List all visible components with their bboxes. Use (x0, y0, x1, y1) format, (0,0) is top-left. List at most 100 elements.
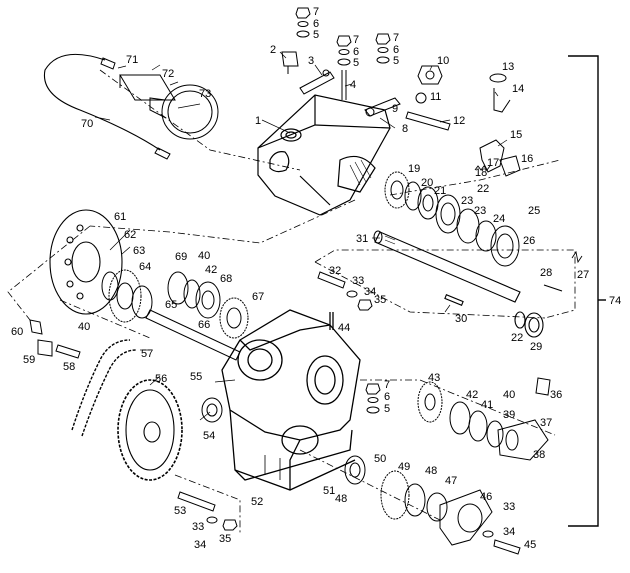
callout-42: 42 (205, 264, 217, 276)
callout-1: 1 (255, 115, 261, 127)
callout-69: 69 (175, 251, 187, 263)
callout-9: 9 (392, 103, 398, 115)
top-cover-housing (257, 94, 391, 216)
callout-39: 39 (503, 409, 515, 421)
callout-48: 48 (425, 465, 437, 477)
callout-31: 31 (356, 233, 368, 245)
callout-40: 40 (78, 321, 90, 333)
callout-6: 6 (384, 391, 390, 403)
callout-53: 53 (174, 505, 186, 517)
callout-55: 55 (190, 371, 202, 383)
callout-5: 5 (384, 403, 390, 415)
callout-60: 60 (11, 326, 23, 338)
callout-4: 4 (350, 79, 356, 91)
callout-34: 34 (194, 539, 206, 551)
callout-15: 15 (510, 129, 522, 141)
cover-small-parts (281, 7, 521, 177)
callout-7: 7 (393, 32, 399, 44)
callout-26: 26 (523, 235, 535, 247)
callout-16: 16 (521, 153, 533, 165)
callout-labels: 1 2 3 4 5 6 7 5 6 7 5 6 7 8 9 10 11 12 1… (11, 6, 621, 551)
callout-66: 66 (198, 319, 210, 331)
assembly-bracket (568, 55, 606, 527)
callout-63: 63 (133, 245, 145, 257)
callout-22: 22 (477, 183, 489, 195)
callout-56: 56 (155, 373, 167, 385)
callout-23: 23 (461, 195, 473, 207)
callout-5: 5 (393, 55, 399, 67)
callout-70: 70 (81, 118, 93, 130)
callout-64: 64 (139, 261, 151, 273)
callout-7: 7 (353, 34, 359, 46)
callout-45: 45 (524, 539, 536, 551)
main-shaft (373, 230, 583, 338)
callout-7: 7 (313, 6, 319, 18)
callout-28: 28 (540, 267, 552, 279)
callout-46: 46 (480, 491, 492, 503)
callout-19: 19 (408, 163, 420, 175)
bottom-right-parts (177, 271, 551, 555)
center-gearbox-housing (221, 309, 361, 491)
callout-37: 37 (540, 417, 552, 429)
callout-5: 5 (313, 29, 319, 41)
left-bolts (29, 319, 223, 423)
left-brake-disc (49, 209, 123, 315)
drive-chain (71, 339, 137, 437)
assembly-dash-lines (7, 69, 576, 535)
leader-lines (94, 51, 508, 421)
callout-40: 40 (198, 250, 210, 262)
callout-54: 54 (203, 430, 215, 442)
callout-6: 6 (313, 18, 319, 30)
callout-14: 14 (512, 83, 524, 95)
callout-35: 35 (374, 294, 386, 306)
callout-29: 29 (530, 341, 542, 353)
callout-33: 33 (503, 501, 515, 513)
callout-13: 13 (502, 61, 514, 73)
callout-67: 67 (252, 291, 264, 303)
callout-58: 58 (63, 361, 75, 373)
callout-49: 49 (398, 461, 410, 473)
callout-23: 23 (474, 205, 486, 217)
callout-51: 51 (323, 485, 335, 497)
callout-41: 41 (481, 399, 493, 411)
callout-44: 44 (338, 322, 350, 334)
speedometer-group (43, 53, 219, 160)
callout-30: 30 (455, 313, 467, 325)
callout-33: 33 (352, 275, 364, 287)
callout-50: 50 (374, 453, 386, 465)
callout-20: 20 (421, 177, 433, 189)
callout-33: 33 (192, 521, 204, 533)
callout-65: 65 (165, 299, 177, 311)
callout-73: 73 (199, 88, 211, 100)
callout-11: 11 (430, 91, 441, 103)
callout-62: 62 (124, 229, 136, 241)
callout-52: 52 (251, 496, 263, 508)
callout-43: 43 (428, 372, 440, 384)
callout-34: 34 (503, 526, 515, 538)
callout-5: 5 (353, 57, 359, 69)
callout-18: 18 (475, 167, 487, 179)
callout-68: 68 (220, 273, 232, 285)
callout-72: 72 (162, 68, 174, 80)
callout-35: 35 (219, 533, 231, 545)
callout-2: 2 (270, 44, 276, 56)
callout-6: 6 (353, 46, 359, 58)
left-gear-cluster (101, 269, 249, 361)
callout-40: 40 (503, 389, 515, 401)
callout-24: 24 (493, 213, 505, 225)
callout-17: 17 (487, 157, 499, 169)
large-sprocket (117, 379, 183, 481)
callout-71: 71 (126, 54, 138, 66)
callout-25: 25 (528, 205, 540, 217)
callout-48: 48 (335, 493, 347, 505)
callout-27: 27 (577, 269, 589, 281)
callout-74: 74 (609, 295, 621, 307)
callout-21: 21 (434, 185, 446, 197)
callout-12: 12 (453, 115, 465, 127)
callout-34: 34 (364, 286, 376, 298)
callout-8: 8 (402, 123, 408, 135)
callout-32: 32 (329, 265, 341, 277)
callout-38: 38 (533, 449, 545, 461)
